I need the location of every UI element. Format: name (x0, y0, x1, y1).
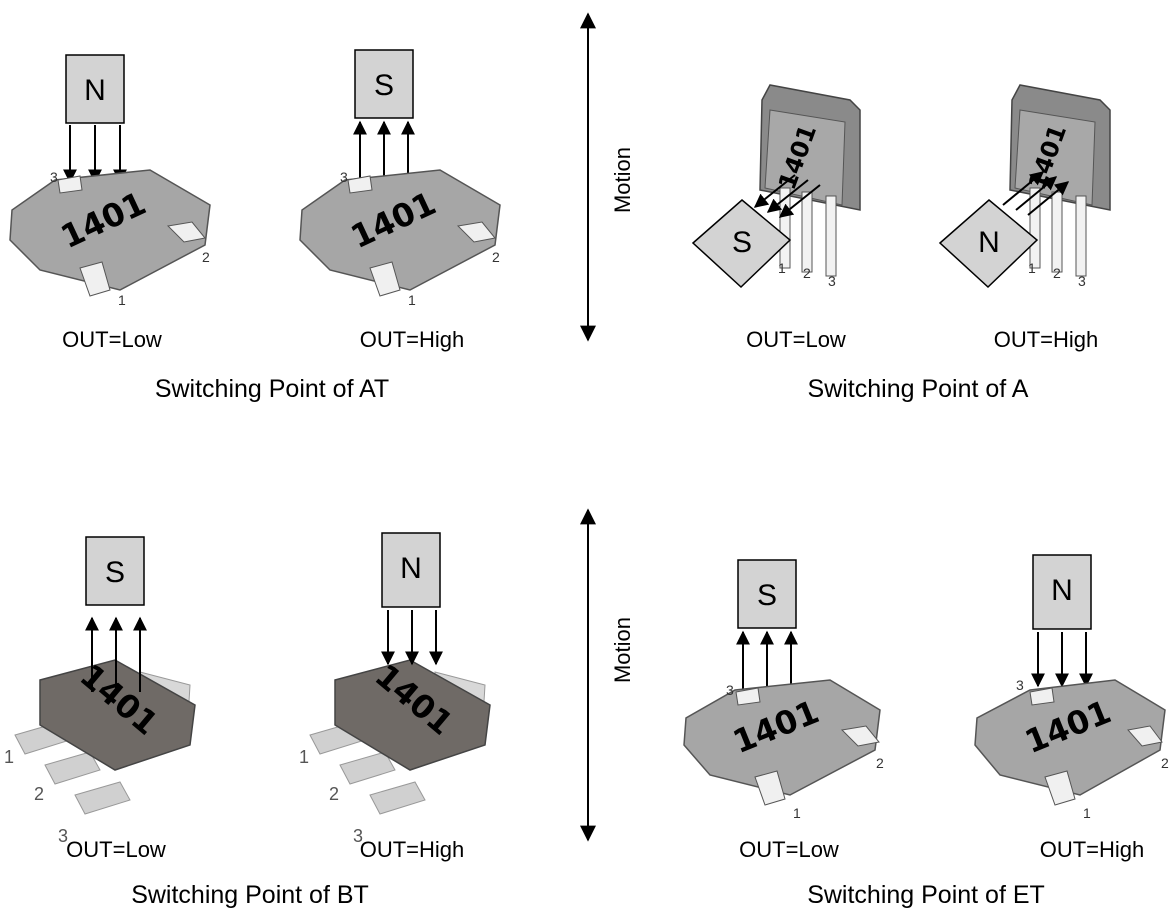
magnet-pole-label: N (978, 226, 1000, 259)
pin-label-1: 1 (1028, 260, 1036, 276)
magnet-pole-label: N (1051, 574, 1073, 607)
bt-left-device: S 1401 1 2 3 OUT=Low (4, 536, 196, 862)
magnet (85, 536, 145, 606)
sot23-package (9, 169, 211, 291)
pin-label-1: 1 (778, 260, 786, 276)
magnet-pole-label: S (374, 69, 394, 102)
motion-arrow-top: Motion (580, 12, 635, 342)
panel-title: Switching Point of A (808, 375, 1029, 403)
panel-at: N 3 2 1 1401 OUT=Low S 3 2 (9, 49, 501, 403)
pin-label-3: 3 (340, 169, 348, 185)
magnet (938, 199, 1039, 289)
magnet-pole-label: S (757, 579, 777, 612)
pin-label-2: 2 (329, 784, 339, 804)
pin-label-2: 2 (876, 755, 884, 771)
magnet (737, 559, 797, 629)
panel-title: Switching Point of ET (807, 881, 1045, 909)
magnet-pole-label: S (105, 556, 125, 589)
magnet-pole-label: N (84, 74, 106, 107)
motion-arrow-bottom: Motion (580, 508, 635, 842)
pin-label-1: 1 (793, 805, 801, 821)
out-label: OUT=Low (746, 327, 846, 352)
pin-label-3: 3 (828, 273, 836, 289)
motion-label-bottom: Motion (610, 617, 635, 683)
out-label: OUT=Low (739, 837, 839, 862)
at-right-device: S 3 2 1 1401 OUT=High (299, 49, 501, 352)
out-label: OUT=High (360, 837, 465, 862)
out-label: OUT=Low (62, 327, 162, 352)
magnet (65, 54, 125, 124)
pin-label-3: 3 (353, 826, 363, 846)
motion-label-top: Motion (610, 147, 635, 213)
pin-label-2: 2 (202, 249, 210, 265)
panel-et: S 3 2 1 1401 OUT=Low N 3 2 1 (683, 554, 1169, 909)
panel-title: Switching Point of BT (131, 881, 369, 909)
magnet (691, 199, 792, 289)
sot23-package (683, 679, 881, 796)
a-left-device: 1 2 3 1401 S OUT=Low (691, 84, 861, 352)
pin-label-3: 3 (50, 169, 58, 185)
pin-label-3: 3 (58, 826, 68, 846)
panel-bt: S 1401 1 2 3 OUT=Low N 1401 (4, 532, 491, 909)
out-label: OUT=High (360, 327, 465, 352)
a-right-device: 1 2 3 1401 N OUT=High (938, 84, 1111, 352)
pin-label-2: 2 (34, 784, 44, 804)
pin-label-1: 1 (4, 747, 14, 767)
pin-label-3: 3 (726, 682, 734, 698)
pin-label-1: 1 (1083, 805, 1091, 821)
magnet (1032, 554, 1092, 630)
pin-label-2: 2 (492, 249, 500, 265)
bt-right-device: N 1401 1 2 3 OUT=High (299, 532, 491, 862)
pin-label-2: 2 (803, 265, 811, 281)
magnet (354, 49, 414, 119)
magnet-pole-label: S (732, 226, 752, 259)
out-label: OUT=High (994, 327, 1099, 352)
magnet-pole-label: N (400, 552, 422, 585)
sot23-package (299, 169, 501, 291)
pin-label-2: 2 (1053, 265, 1061, 281)
panel-title: Switching Point of AT (155, 375, 389, 403)
at-left-device: N 3 2 1 1401 OUT=Low (9, 54, 211, 352)
pin-label-1: 1 (299, 747, 309, 767)
pin-label-2: 2 (1161, 755, 1169, 771)
out-label: OUT=High (1040, 837, 1145, 862)
pin-label-1: 1 (408, 292, 416, 308)
out-label: OUT=Low (66, 837, 166, 862)
et-left-device: S 3 2 1 1401 OUT=Low (683, 559, 884, 862)
pin-label-3: 3 (1078, 273, 1086, 289)
pin-label-1: 1 (118, 292, 126, 308)
pin-label-3: 3 (1016, 677, 1024, 693)
panel-a: 1 2 3 1401 S OUT=Low 1 2 3 1401 N (691, 84, 1111, 403)
sot23-package (974, 679, 1166, 796)
magnet (381, 532, 441, 608)
et-right-device: N 3 2 1 1401 OUT=High (974, 554, 1169, 862)
